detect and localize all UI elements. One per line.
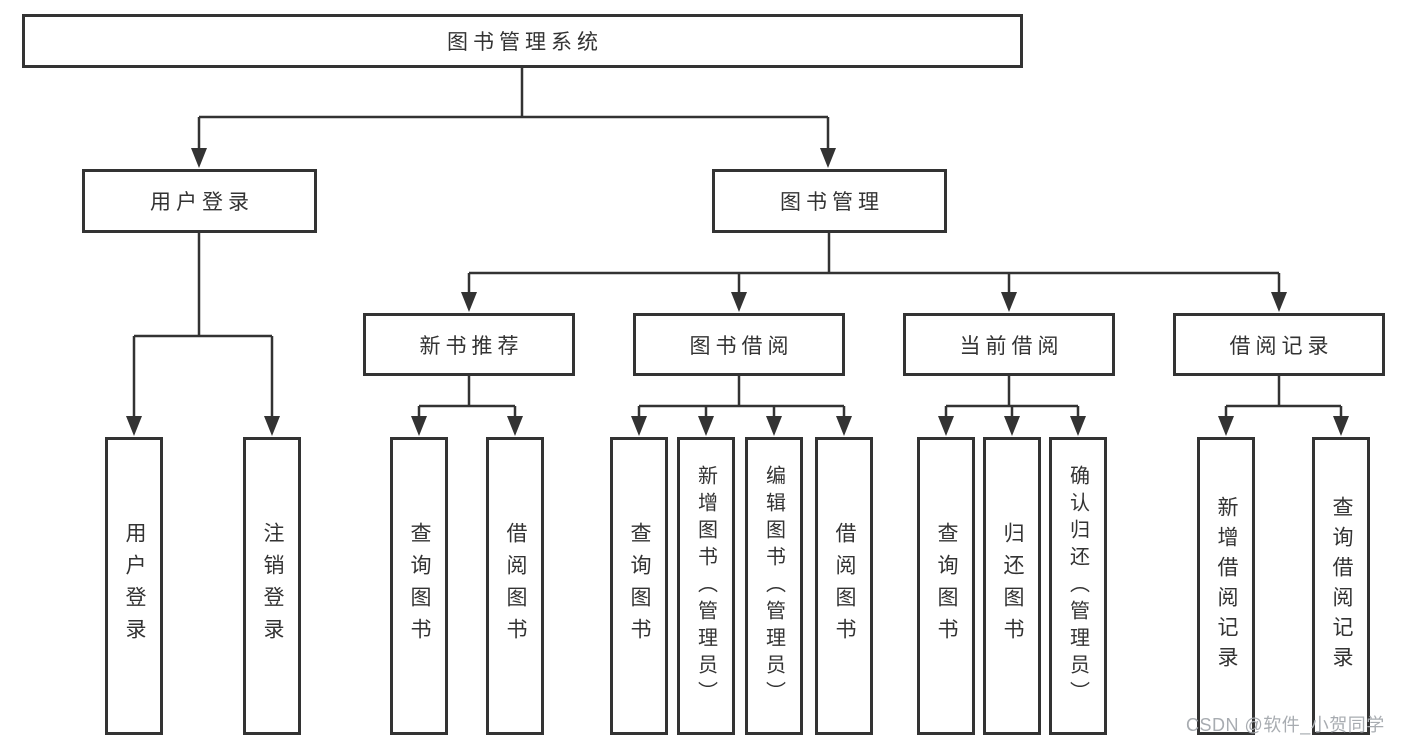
leaf-newbook-borrow-books: 借阅图书 [486, 437, 544, 735]
leaf-add-borrow-record: 新增借阅记录 [1197, 437, 1255, 735]
leaf-borrow-query-books: 查询图书 [610, 437, 668, 735]
node-root-label: 图书管理系统 [447, 31, 603, 54]
leaf-add-books-admin-label: 新增图书（管理员） [694, 464, 717, 708]
connector-currentborrow-to-children [938, 376, 1086, 436]
csdn-watermark: CSDN @软件_小贺同学 [1186, 715, 1385, 735]
node-current-borrow: 当前借阅 [903, 313, 1115, 376]
leaf-newbook-query-books-label: 查询图书 [408, 522, 431, 650]
connector-userlogin-to-children [126, 233, 280, 436]
leaf-add-books-admin: 新增图书（管理员） [677, 437, 735, 735]
connector-newbook-to-children [411, 376, 523, 436]
leaf-confirm-return-admin-label: 确认归还（管理员） [1066, 464, 1089, 708]
leaf-borrow-books: 借阅图书 [815, 437, 873, 735]
node-book-borrow: 图书借阅 [633, 313, 845, 376]
leaf-logout-label: 注销登录 [261, 522, 284, 650]
connector-root-to-level2 [191, 68, 836, 168]
leaf-confirm-return-admin: 确认归还（管理员） [1049, 437, 1107, 735]
leaf-add-borrow-record-label: 新增借阅记录 [1215, 496, 1238, 676]
node-user-login: 用户登录 [82, 169, 317, 233]
leaf-logout: 注销登录 [243, 437, 301, 735]
leaf-query-borrow-record-label: 查询借阅记录 [1330, 496, 1353, 676]
node-new-book-recommend-label: 新书推荐 [419, 334, 524, 358]
node-borrow-record-label: 借阅记录 [1229, 334, 1334, 358]
leaf-newbook-borrow-books-label: 借阅图书 [504, 522, 527, 650]
connector-bookmgmt-to-level3 [461, 233, 1287, 312]
leaf-newbook-query-books: 查询图书 [390, 437, 448, 735]
leaf-return-books: 归还图书 [983, 437, 1041, 735]
leaf-edit-books-admin: 编辑图书（管理员） [745, 437, 803, 735]
node-book-management: 图书管理 [712, 169, 947, 233]
leaf-current-query-books-label: 查询图书 [935, 522, 958, 650]
leaf-borrow-books-label: 借阅图书 [833, 522, 856, 650]
node-book-management-label: 图书管理 [780, 191, 884, 214]
leaf-return-books-label: 归还图书 [1001, 522, 1024, 650]
connector-record-to-children [1218, 376, 1349, 436]
node-borrow-record: 借阅记录 [1173, 313, 1385, 376]
node-root-system: 图书管理系统 [22, 14, 1023, 68]
node-new-book-recommend: 新书推荐 [363, 313, 575, 376]
connector-bookborrow-to-children [631, 376, 852, 436]
leaf-user-login: 用户登录 [105, 437, 163, 735]
node-current-borrow-label: 当前借阅 [959, 334, 1064, 358]
leaf-query-borrow-record: 查询借阅记录 [1312, 437, 1370, 735]
node-book-borrow-label: 图书借阅 [689, 334, 794, 358]
node-user-login-label: 用户登录 [150, 191, 254, 214]
leaf-borrow-query-books-label: 查询图书 [628, 522, 651, 650]
leaf-edit-books-admin-label: 编辑图书（管理员） [762, 464, 785, 708]
leaf-user-login-label: 用户登录 [123, 522, 146, 650]
leaf-current-query-books: 查询图书 [917, 437, 975, 735]
